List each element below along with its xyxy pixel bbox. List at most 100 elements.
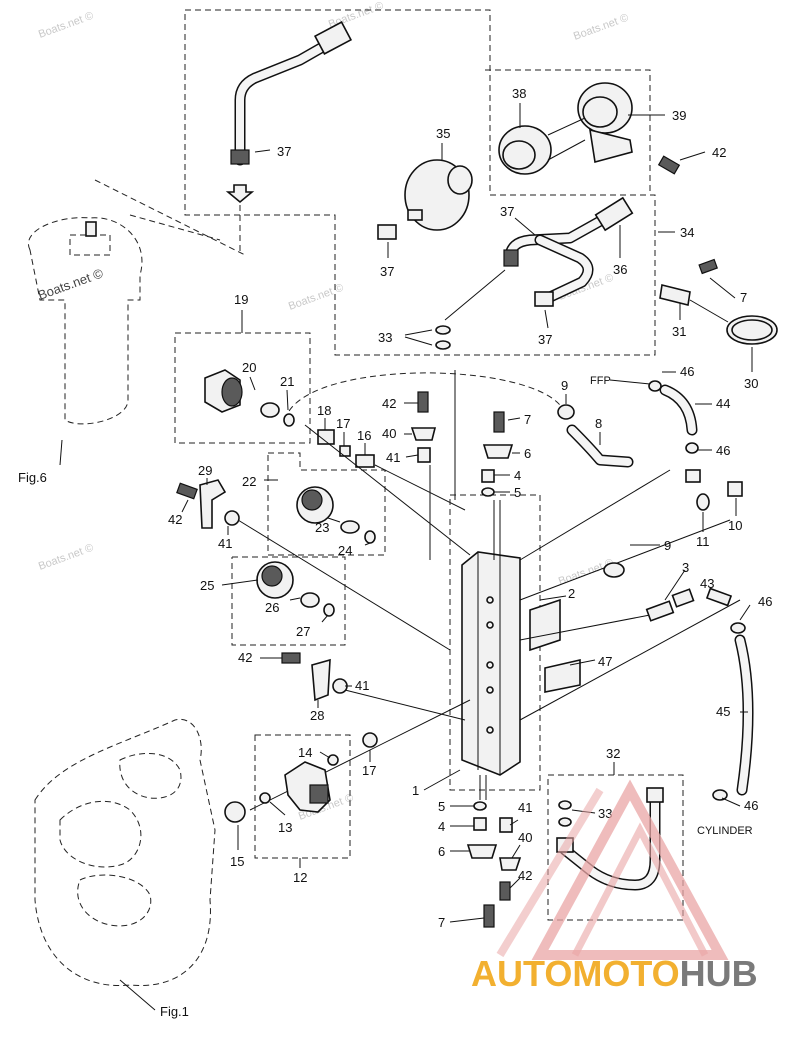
- spacer-4-low: [473, 817, 487, 831]
- collar-41-low: [332, 678, 348, 694]
- callout-7: 7: [524, 412, 531, 427]
- collar-41-right: [499, 817, 513, 833]
- bracket-47: [544, 658, 581, 693]
- callout-42: 42: [518, 868, 532, 883]
- bracket-6-top: [482, 444, 514, 459]
- callout-40: 40: [518, 830, 532, 845]
- o-ring-24a: [340, 520, 360, 534]
- bolt-42-right: [499, 881, 511, 901]
- group-box-19: [174, 332, 311, 444]
- logo-triangle: [531, 779, 729, 960]
- callout-7: 7: [438, 915, 445, 930]
- callout-20: 20: [242, 360, 256, 375]
- callout-6: 6: [524, 446, 531, 461]
- spacer-17-low: [362, 732, 378, 748]
- callout-37: 37: [277, 144, 291, 159]
- callout-19: 19: [234, 292, 248, 307]
- o-ring-14: [327, 754, 339, 766]
- bolt-42-left: [176, 482, 198, 500]
- hose-37-fitting: [230, 149, 250, 165]
- callout-13: 13: [278, 820, 292, 835]
- watermark: Boats.net ©: [572, 12, 630, 43]
- pressure-valve-19: [204, 369, 295, 427]
- callout-45: 45: [716, 704, 730, 719]
- bolt-7-low: [483, 904, 495, 928]
- callout-42: 42: [238, 650, 252, 665]
- injector-12: [224, 754, 339, 823]
- watermark: Boats.net ©: [37, 542, 95, 573]
- clip-9-top: [557, 404, 575, 420]
- callout-29: 29: [198, 463, 212, 478]
- bracket-31: [659, 284, 691, 306]
- logo-brand-part1: AUTOMOTO: [471, 953, 680, 994]
- bolt-42-mid: [417, 391, 429, 413]
- hose-clip-37-small: [377, 224, 397, 240]
- group-box-12: [254, 734, 351, 859]
- callout-33: 33: [378, 330, 392, 345]
- fig6-leader-2: [129, 214, 221, 241]
- automotohub-logo: AUTOMOTOHUB: [471, 779, 758, 994]
- bracket-2: [529, 598, 561, 652]
- bracket-6-low: [466, 844, 498, 859]
- fig6-leader: [94, 179, 246, 256]
- spacer-4-top: [481, 469, 495, 483]
- callout-35: 35: [436, 126, 450, 141]
- callout-5: 5: [514, 485, 521, 500]
- washer-5-top: [481, 487, 495, 497]
- fitting-18: [317, 429, 335, 445]
- pressure-valve-25: [256, 561, 335, 617]
- leader-curve: [284, 372, 561, 421]
- o-ring-21b: [283, 413, 295, 427]
- bolt-7-mid: [493, 411, 505, 433]
- hose-37-top: [234, 34, 341, 166]
- washer-33c: [558, 800, 572, 810]
- callout-42: 42: [382, 396, 396, 411]
- callout-33: 33: [598, 806, 612, 821]
- bracket-29: [199, 479, 227, 529]
- callout-6: 6: [438, 844, 445, 859]
- callout-27: 27: [296, 624, 310, 639]
- o-ring-13: [259, 792, 271, 804]
- clamp-46-b: [685, 442, 699, 454]
- bracket-40-low: [499, 857, 522, 871]
- fig1-outline: [34, 718, 216, 987]
- callout-42: 42: [168, 512, 182, 527]
- callout-47: 47: [598, 654, 612, 669]
- logo-brand-part2: HUB: [680, 953, 758, 994]
- group-box-1: [449, 494, 541, 791]
- clamp-46-d: [712, 789, 728, 801]
- fig6-outline: [27, 217, 143, 425]
- fitting-43: [671, 588, 695, 608]
- hose-37-end-sleeve: [313, 21, 353, 55]
- callout-41: 41: [355, 678, 369, 693]
- group-box-25: [231, 556, 346, 646]
- callout-25: 25: [200, 578, 214, 593]
- callout-17: 17: [336, 416, 350, 431]
- callout-26: 26: [265, 600, 279, 615]
- clamp-46-a: [648, 380, 662, 392]
- callout-46: 46: [758, 594, 772, 609]
- callout-3: 3: [682, 560, 689, 575]
- collar-41-left: [224, 510, 240, 526]
- fitting-3: [645, 600, 675, 622]
- callout-23: 23: [315, 520, 329, 535]
- washer-33a: [435, 325, 451, 335]
- watermark-layer: Boats.net © Boats.net © Boats.net © Boat…: [36, 0, 630, 823]
- label-leaders: [181, 103, 753, 923]
- fig6-top: [69, 234, 111, 256]
- callout-41: 41: [218, 536, 232, 551]
- o-ring-24b: [364, 530, 376, 544]
- clip-9-low: [603, 562, 625, 578]
- washer-15: [224, 801, 246, 823]
- callout-36: 36: [613, 262, 627, 277]
- collar-41-top: [417, 447, 431, 463]
- fig6-label-leader: [59, 439, 63, 466]
- fitting-10: [727, 481, 743, 497]
- callout-14: 14: [298, 745, 312, 760]
- callout-39: 39: [672, 108, 686, 123]
- callout-31: 31: [672, 324, 686, 339]
- bracket-40-top: [410, 427, 437, 441]
- clamp-assembly: [659, 258, 778, 345]
- callout-40: 40: [382, 426, 396, 441]
